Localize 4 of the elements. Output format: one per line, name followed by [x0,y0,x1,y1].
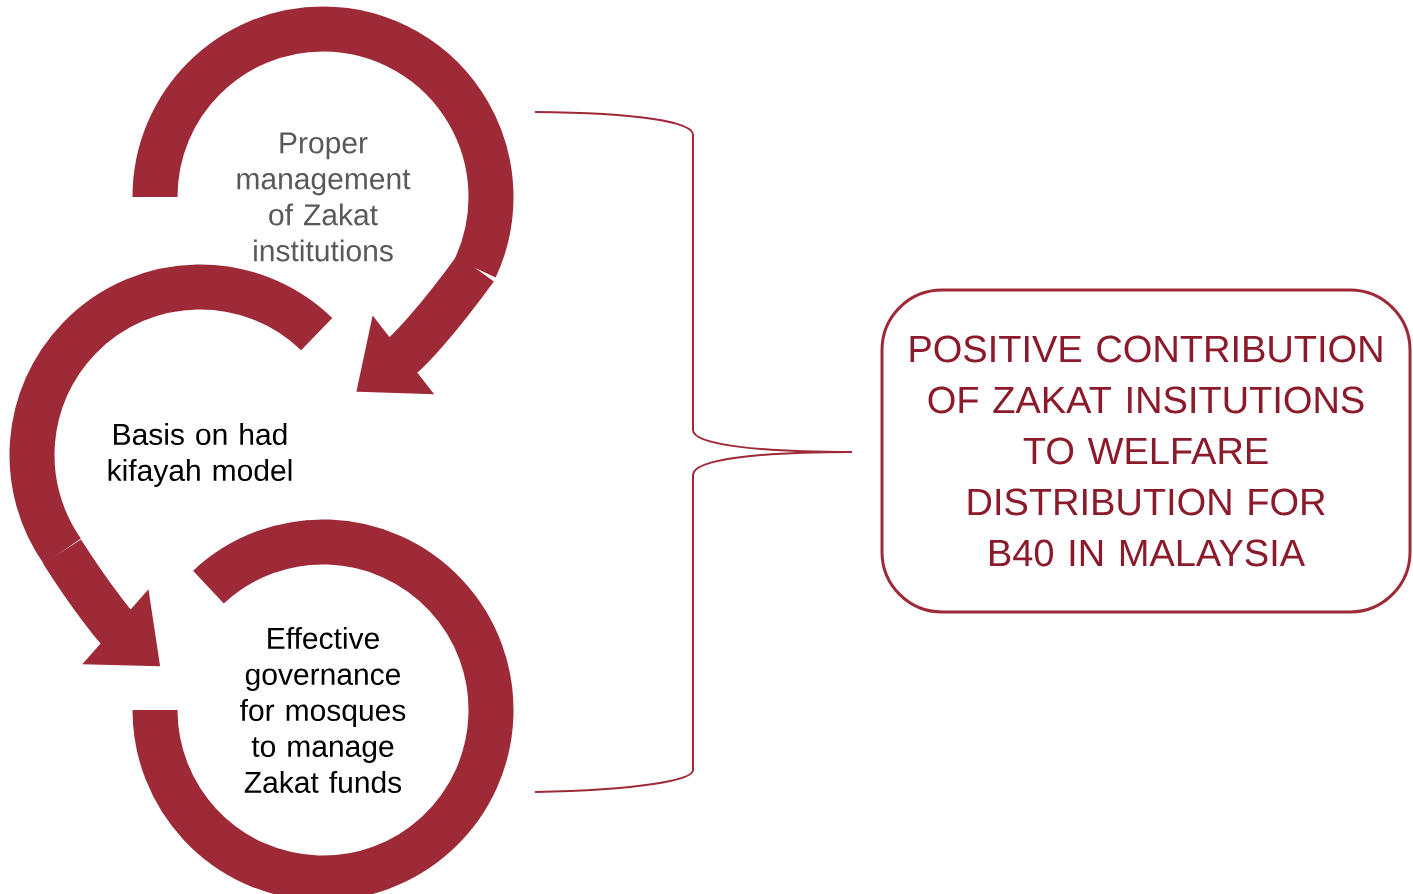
step-text: Effective governance for mosques to manage Zakat funds [240,627,406,793]
result-box: POSITIVE CONTRIBUTION OF ZAKAT INSITUTIONS TO WELFARE DISTRIBUTION FOR B40 IN MALAYSIA [880,288,1412,614]
step-text: Basis on had kifayah model [108,423,292,487]
step-text: Proper management of Zakat institutions [237,132,411,262]
